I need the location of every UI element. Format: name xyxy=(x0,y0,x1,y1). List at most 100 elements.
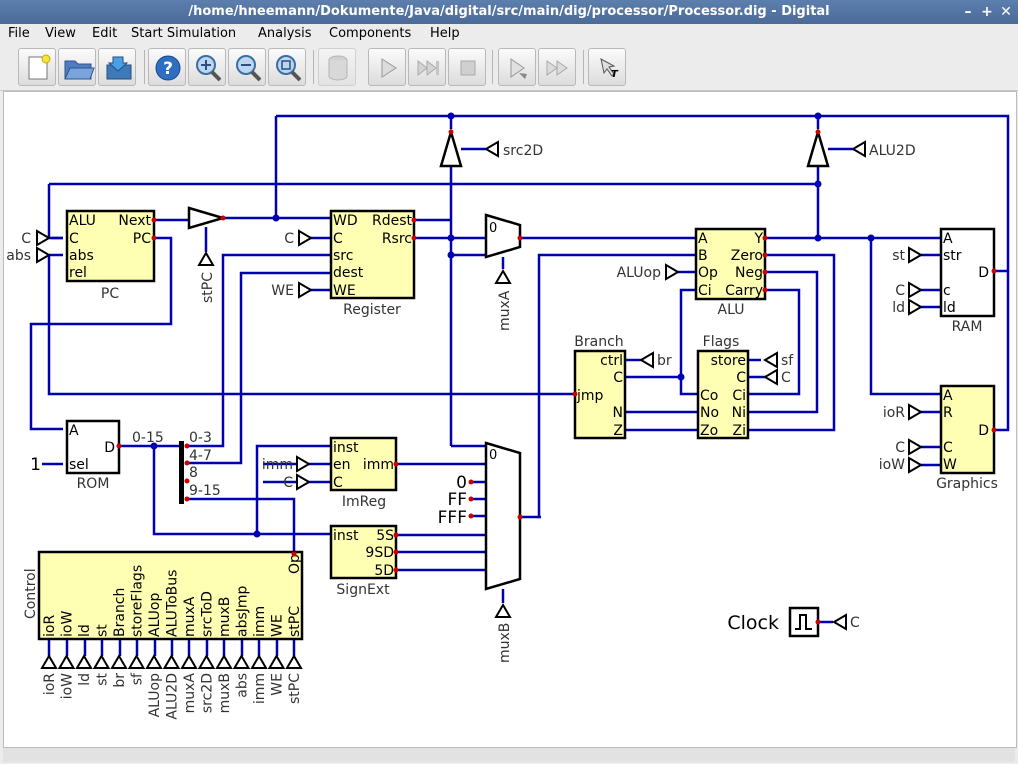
control-output-pin[interactable] xyxy=(250,654,268,669)
reg-we-input-label: WE xyxy=(271,283,294,299)
zoom-in-button[interactable] xyxy=(188,48,226,86)
micro-step-icon xyxy=(510,58,527,79)
help-button[interactable]: ? xyxy=(148,48,186,86)
ram-port-a: A xyxy=(943,231,953,247)
alu-port-ci: Ci xyxy=(698,283,712,299)
control-output-pin[interactable] xyxy=(197,654,216,669)
control-output-pin[interactable] xyxy=(215,654,233,669)
alu2d-label: ALU2D xyxy=(869,143,916,159)
stop-button[interactable] xyxy=(448,48,486,86)
zoom-fit-button[interactable] xyxy=(268,48,306,86)
alu2d-driver[interactable]: ALU2D xyxy=(806,127,916,168)
control-output-pin[interactable] xyxy=(145,654,163,669)
maximize-button[interactable]: + xyxy=(981,4,993,20)
control-port-label: stPC xyxy=(287,606,303,637)
alu-label: ALU xyxy=(718,302,745,318)
flags-label: Flags xyxy=(703,334,740,350)
input-pins[interactable] xyxy=(36,229,923,631)
open-file-button[interactable] xyxy=(58,48,96,86)
branch-port-n: N xyxy=(613,405,623,421)
graphics-iow-input-label: ioW xyxy=(879,457,905,473)
imreg-component[interactable]: inst en C imm ImReg xyxy=(329,436,398,510)
control-output-pin[interactable] xyxy=(75,654,93,669)
zoom-out-button[interactable] xyxy=(228,48,266,86)
branch-port-ctrl: ctrl xyxy=(600,353,623,369)
micro-step-button[interactable] xyxy=(498,48,536,86)
control-output-pin[interactable] xyxy=(127,654,146,669)
menu-view[interactable]: View xyxy=(45,26,76,41)
branch-component[interactable]: Branch ctrl C jmp N Z xyxy=(573,334,627,440)
register-component[interactable]: WD C src dest WE Rdest Rsrc Register xyxy=(329,209,416,318)
mux-a-component[interactable]: 0 muxA xyxy=(484,213,522,331)
minimize-button[interactable]: – xyxy=(964,4,972,20)
clock-component[interactable]: Clock xyxy=(727,606,820,638)
play-icon xyxy=(381,58,397,78)
control-port-label: storeFlags xyxy=(130,565,146,637)
imreg-label: ImReg xyxy=(342,494,386,510)
pc-port-abs: abs xyxy=(69,248,94,264)
control-output-pin[interactable] xyxy=(92,654,111,669)
register-port-we: WE xyxy=(333,283,356,299)
close-button[interactable]: ✕ xyxy=(1000,4,1012,20)
pc-port-rel: rel xyxy=(69,265,87,281)
const-ff: FF xyxy=(447,490,467,510)
control-output-pin[interactable] xyxy=(285,654,303,669)
control-output-pin[interactable] xyxy=(110,654,128,669)
flags-component[interactable]: Flags store C Co Ci No Ni Zo Zi xyxy=(696,334,750,440)
src2d-driver[interactable]: src2D xyxy=(439,127,543,168)
const-fff: FFF xyxy=(438,508,467,528)
control-output-pin[interactable] xyxy=(232,654,251,669)
open-icon xyxy=(64,60,95,80)
menu-components[interactable]: Components xyxy=(329,26,412,41)
step-button[interactable] xyxy=(408,48,446,86)
menu-help[interactable]: Help xyxy=(430,26,460,41)
control-port-label: ALUToBus xyxy=(165,570,181,637)
menu-file[interactable]: File xyxy=(8,26,30,41)
menu-start-simulation[interactable]: Start Simulation xyxy=(131,26,237,41)
control-output-pin[interactable] xyxy=(162,654,181,669)
menu-analysis[interactable]: Analysis xyxy=(258,26,312,41)
rom-component[interactable]: A sel D ROM xyxy=(65,419,121,492)
circuit-canvas[interactable]: ALU C abs rel Next PC PC WD C src dest W… xyxy=(3,91,1017,748)
control-port-op: Op xyxy=(287,554,303,574)
pc-driver[interactable]: stPC xyxy=(187,206,228,303)
control-output-pin[interactable] xyxy=(57,654,76,669)
save-file-button[interactable] xyxy=(98,48,136,86)
input-pin-labels: C abs C WE ALUop br sf C st C ld ioR C i… xyxy=(6,231,905,631)
src2d-label: src2D xyxy=(503,143,543,159)
menu-edit[interactable]: Edit xyxy=(92,26,118,41)
step-icon xyxy=(417,59,439,77)
start-simulation-button[interactable] xyxy=(368,48,406,86)
svg-text:?: ? xyxy=(163,59,173,79)
flags-port-no: No xyxy=(700,405,719,421)
disk-button[interactable] xyxy=(318,48,356,86)
new-file-button[interactable] xyxy=(18,48,56,86)
splitter-component[interactable]: 0-15 0-3 4-7 8 9-15 xyxy=(132,430,221,504)
tests-button[interactable]: T xyxy=(588,48,626,86)
pc-port-alu: ALU xyxy=(69,213,96,229)
alu-port-a: A xyxy=(698,231,708,247)
alu-component[interactable]: A B Op Ci Y Zero Neg Carry ALU xyxy=(694,227,767,318)
control-output-pin[interactable] xyxy=(267,654,286,669)
graphics-component[interactable]: A R C W D Graphics xyxy=(936,384,998,492)
graphics-label: Graphics xyxy=(936,476,998,492)
rom-port-a: A xyxy=(69,423,79,439)
horizontal-scrollbar[interactable] xyxy=(3,748,1015,762)
control-port-label: absJmp xyxy=(235,585,251,637)
toolbar: ? T xyxy=(0,44,1018,91)
control-output-pin[interactable] xyxy=(180,654,198,669)
ram-label: RAM xyxy=(952,319,983,335)
zoom-in-icon xyxy=(196,55,222,82)
control-output-label: sf xyxy=(130,672,146,685)
fast-forward-button[interactable] xyxy=(538,48,576,86)
signext-component[interactable]: inst 5S 9SD 5D SignExt xyxy=(329,524,398,598)
mux-b-component[interactable]: 0 muxB 0 FF FFF xyxy=(438,441,522,663)
control-output-pin[interactable] xyxy=(40,654,58,669)
pc-component[interactable]: ALU C abs rel Next PC PC xyxy=(65,209,156,302)
ram-component[interactable]: A str c ld D RAM xyxy=(939,227,996,335)
clock-icon xyxy=(795,614,812,630)
window-title: /home/hneemann/Dokumente/Java/digital/sr… xyxy=(188,4,830,19)
rom-sel-const: 1 xyxy=(30,455,41,475)
